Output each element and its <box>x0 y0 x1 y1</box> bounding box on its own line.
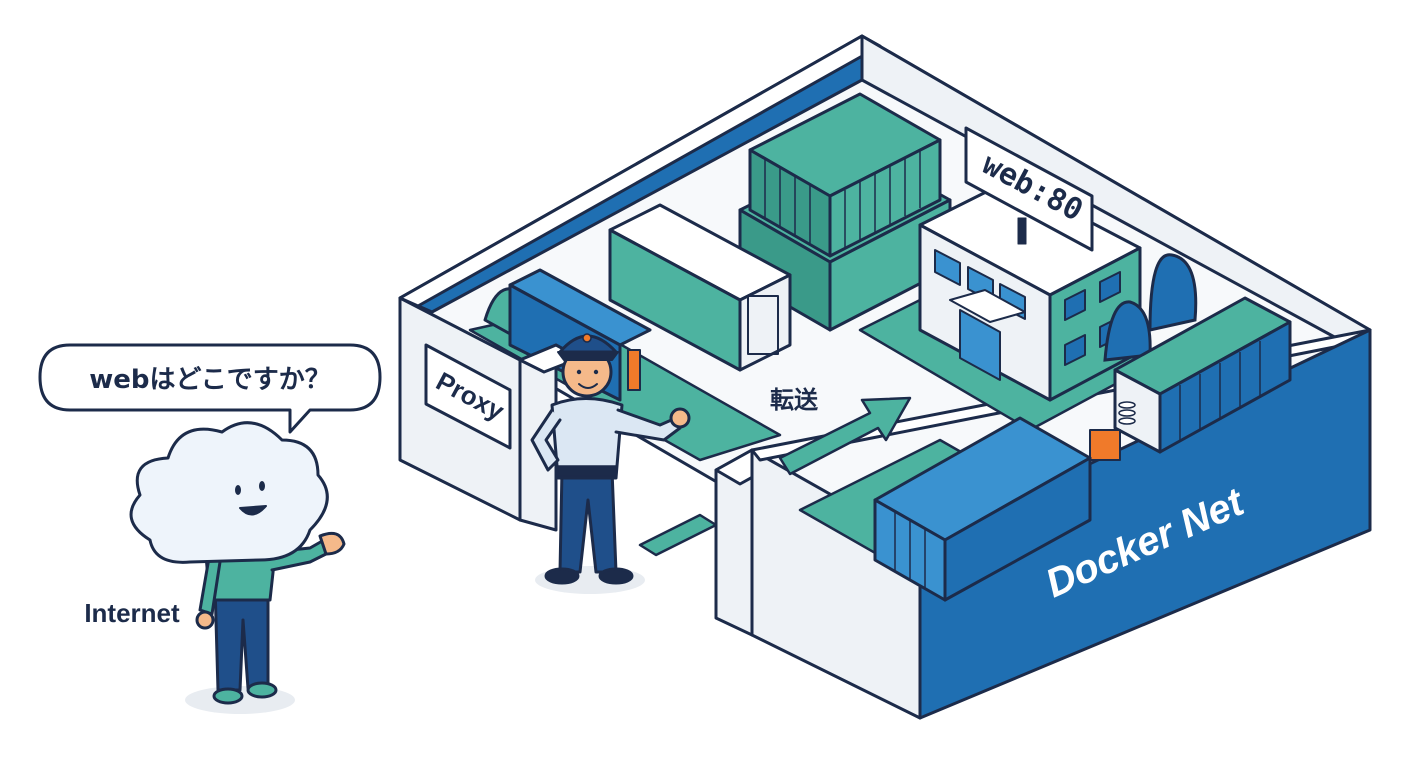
web-sign-board <box>964 126 1094 252</box>
shed-orange-panel <box>627 349 641 391</box>
guard-legs <box>558 468 618 574</box>
speech-bubble: webはどこですか？ <box>38 343 382 434</box>
guard-left-arm <box>530 408 562 472</box>
container-stack-back <box>738 92 952 332</box>
guard-hand <box>669 407 691 429</box>
internet-character <box>129 421 346 714</box>
tree-large <box>1148 253 1198 332</box>
proxy-sign-board <box>424 343 512 450</box>
web-sign-pole <box>1017 217 1027 245</box>
container-right-end <box>1113 368 1162 454</box>
orange-box <box>1089 429 1121 461</box>
container-door <box>747 295 779 355</box>
speech-bubble-text: webはどこですか？ <box>89 365 331 395</box>
container-upper-side <box>828 138 942 258</box>
container-front <box>873 416 1092 602</box>
database-icon <box>1118 401 1136 425</box>
trees <box>1103 253 1198 362</box>
internet-label: Internet <box>84 598 180 628</box>
proxy-guard <box>530 333 691 594</box>
tree-small <box>1103 300 1152 362</box>
guard-torso <box>550 397 624 480</box>
forward-arrow-shape <box>778 396 912 476</box>
web-building-awning <box>949 289 1026 323</box>
forward-label: 転送 <box>770 386 819 414</box>
cloud-head <box>129 421 329 564</box>
web-server-building <box>918 178 1142 402</box>
speech-bubble-shape <box>38 343 382 434</box>
container-white <box>608 203 792 372</box>
entry-strip <box>638 513 718 557</box>
forward-arrow: 転送 <box>770 386 912 476</box>
container-right <box>1089 296 1292 461</box>
